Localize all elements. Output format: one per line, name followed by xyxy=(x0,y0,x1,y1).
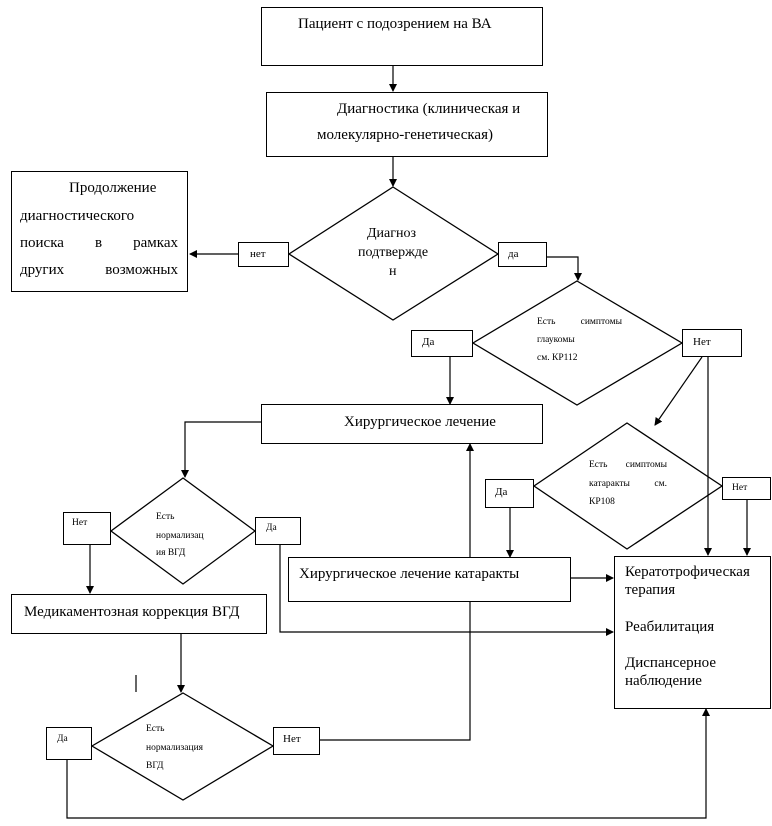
decision-word: см. xyxy=(654,479,667,489)
arrow-iop2-yes-to-outcome xyxy=(66,708,710,819)
decision-iop-1-line-1: Есть xyxy=(156,512,175,522)
decision-cataract-yes-label: Да xyxy=(485,479,534,508)
decision-word: катаракты xyxy=(589,479,630,489)
decision-glaucoma-yes-label: Да xyxy=(411,330,473,357)
diagnostics-line-1: Диагностика (клиническая и xyxy=(337,101,521,117)
decision-iop-1-yes-label: Да xyxy=(255,517,301,545)
label-text: нет xyxy=(250,248,266,260)
continue-search-box: Продолжение диагностического поиска в ра… xyxy=(11,171,188,292)
decision-cataract-diamond xyxy=(532,422,724,550)
decision-glaucoma-diamond xyxy=(471,280,684,406)
decision-glaucoma-no-label: Нет xyxy=(682,329,742,357)
medication-box: Медикаментозная коррекция ВГД xyxy=(11,594,267,634)
medication-text: Медикаментозная коррекция ВГД xyxy=(24,604,240,620)
continue-search-line-1: Продолжение xyxy=(69,180,157,196)
arrow-iop-yes-to-outcome xyxy=(279,545,614,636)
decision-cataract-line-1: Есть симптомы xyxy=(589,460,667,470)
decision-iop-2-line-3: ВГД xyxy=(146,761,164,771)
continue-search-word: других xyxy=(20,262,65,278)
label-text: Да xyxy=(266,523,277,533)
label-text: да xyxy=(508,248,519,260)
outcome-line-5: наблюдение xyxy=(625,673,702,689)
continue-search-line-2: диагностического xyxy=(20,208,135,224)
start-text: Пациент с подозрением на ВА xyxy=(298,16,492,32)
label-text: Да xyxy=(422,336,435,348)
decision-diagnosis-line-1: Диагноз xyxy=(367,226,417,241)
outcome-line-2: терапия xyxy=(625,582,676,598)
decision-iop-1-no-label: Нет xyxy=(63,512,111,545)
decision-iop-2-line-1: Есть xyxy=(146,724,165,734)
label-text: Да xyxy=(495,486,508,498)
decision-word: Есть xyxy=(589,460,608,470)
decision-diagnosis-diamond xyxy=(287,186,500,321)
decision-glaucoma-line-2: глаукомы xyxy=(537,335,575,345)
decision-glaucoma-line-1: Есть симптомы xyxy=(537,317,622,327)
continue-search-line-3: поиска в рамках xyxy=(20,235,178,252)
decision-word: симптомы xyxy=(580,317,622,327)
diagnostics-box: Диагностика (клиническая и молекулярно-г… xyxy=(266,92,548,157)
label-text: Да xyxy=(57,734,68,744)
continue-search-word: поиска xyxy=(20,235,64,251)
decision-cataract-line-2: катаракты см. xyxy=(589,479,667,489)
decision-iop-1-line-2: нормализац xyxy=(156,531,204,541)
arrow-iop2-no-to-surgery xyxy=(320,443,474,741)
arrow-yes-to-glaucoma xyxy=(547,256,582,281)
outcome-line-4: Диспансерное xyxy=(625,655,716,671)
cataract-surgery-text: Хирургическое лечение катаракты xyxy=(299,566,520,582)
decision-iop-1-line-3: ия ВГД xyxy=(156,548,186,558)
continue-search-word: в xyxy=(94,235,103,251)
decision-iop-2-line-2: нормализация xyxy=(146,743,204,753)
continue-search-word: рамках xyxy=(133,235,178,251)
arrow-glaucoma-no-to-cataract xyxy=(654,356,703,426)
surgery-box: Хирургическое лечение xyxy=(261,404,543,444)
decision-iop-2-no-label: Нет xyxy=(273,727,320,755)
label-text: Нет xyxy=(283,733,301,745)
decision-iop-2-diamond xyxy=(90,692,275,801)
decision-diagnosis-line-2: подтвержде xyxy=(358,245,429,260)
outcome-line-3: Реабилитация xyxy=(625,619,715,635)
continue-search-word: возможных xyxy=(105,262,178,278)
decision-glaucoma-line-3: см. КР112 xyxy=(537,353,578,363)
outcome-box: Кератотрофическая терапия Реабилитация Д… xyxy=(614,556,771,709)
label-text: Нет xyxy=(732,483,748,493)
decision-diagnosis-no-label: нет xyxy=(238,242,289,267)
continue-search-line-4: других возможных xyxy=(20,262,178,279)
decision-diagnosis-line-3: н xyxy=(389,264,397,279)
decision-word: симптомы xyxy=(625,460,667,470)
decision-word: Есть xyxy=(537,317,556,327)
diagnostics-line-2: молекулярно-генетическая) xyxy=(317,127,493,143)
decision-iop-1-diamond xyxy=(109,477,257,585)
decision-diagnosis-yes-label: да xyxy=(498,242,547,267)
label-text: Нет xyxy=(72,518,88,528)
decision-iop-2-yes-label: Да xyxy=(46,727,92,760)
cataract-surgery-box: Хирургическое лечение катаракты xyxy=(288,557,571,602)
start-box: Пациент с подозрением на ВА xyxy=(261,7,543,66)
label-text: Нет xyxy=(693,336,711,348)
decision-cataract-line-3: КР108 xyxy=(589,497,615,507)
outcome-line-1: Кератотрофическая xyxy=(625,564,750,580)
decision-cataract-no-label: Нет xyxy=(722,477,771,500)
arrow-surgery-to-iop-decision xyxy=(181,421,261,478)
surgery-text: Хирургическое лечение xyxy=(344,414,496,430)
